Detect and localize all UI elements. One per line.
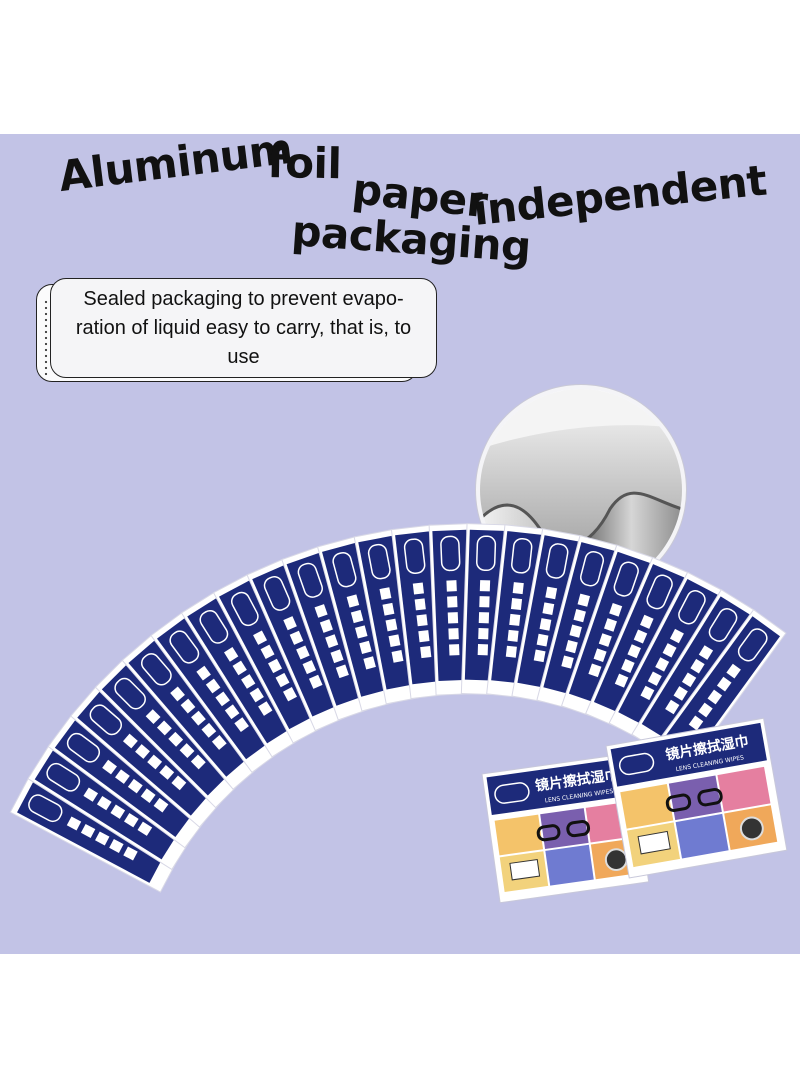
- wipe-packet: [94, 658, 245, 809]
- wipe-packet: [608, 571, 724, 743]
- wipe-packet: [631, 589, 756, 757]
- wipe-packet: [212, 573, 330, 744]
- wipe-packet: [9, 776, 180, 893]
- note-text: Sealed packaging to prevent evapo-ration…: [75, 287, 412, 368]
- wipe-packet: [180, 590, 307, 758]
- wipe-packet: [652, 608, 787, 772]
- wipe-packet: [560, 544, 656, 720]
- wipe-packet: [511, 528, 583, 704]
- feature-note: Sealed packaging to prevent evapo-ration…: [36, 278, 437, 384]
- wipe-packet: [536, 534, 620, 711]
- note-front-card: Sealed packaging to prevent evapo-ration…: [50, 278, 437, 378]
- wipe-packet: [584, 556, 691, 731]
- wipe-packet: [27, 744, 194, 871]
- product-banner: Aluminum foil paper independent packagin…: [0, 134, 800, 954]
- wipe-packet: [246, 558, 353, 732]
- wipe-packet: [121, 633, 265, 790]
